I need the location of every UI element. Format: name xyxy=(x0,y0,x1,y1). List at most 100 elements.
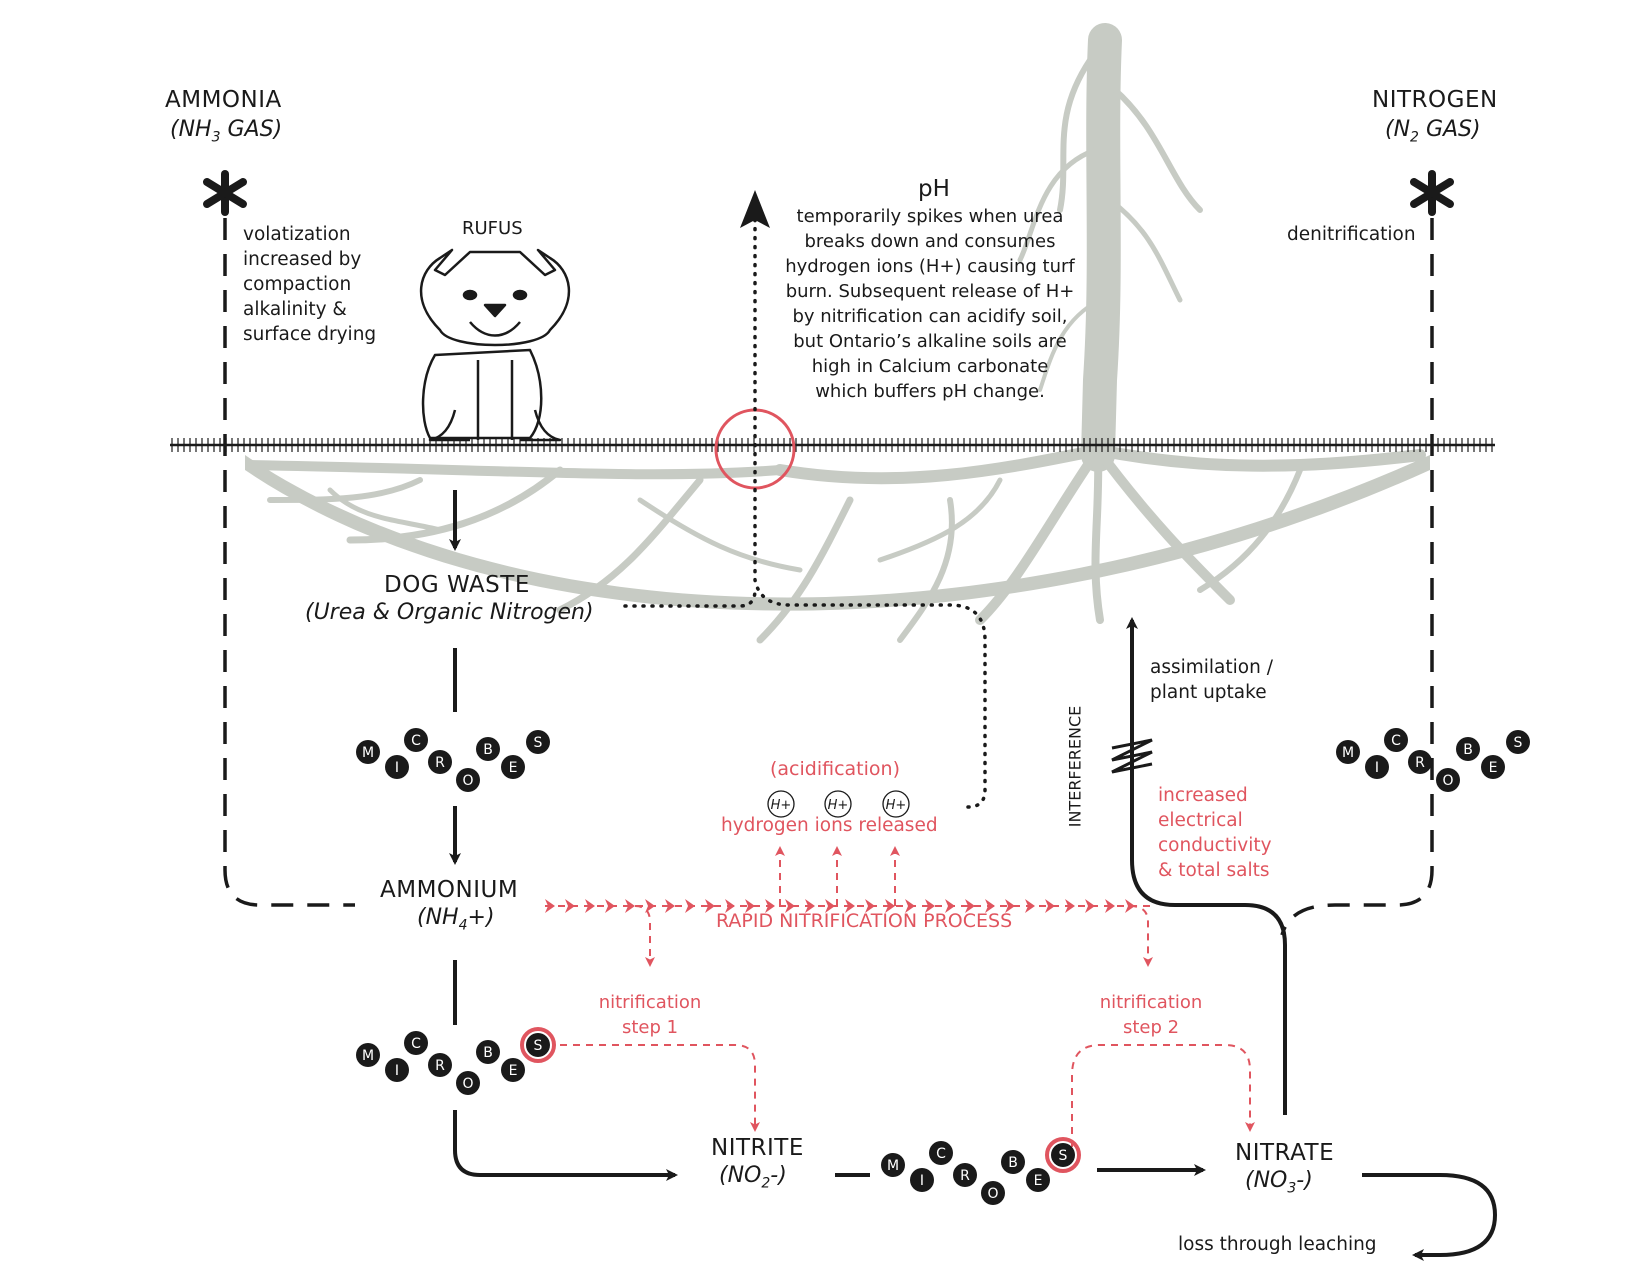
microbe-highlight-ring xyxy=(520,1027,556,1063)
rapid-nitrification-chevron xyxy=(865,899,875,913)
volatization-line: increased by xyxy=(243,249,362,270)
h-ion-group: H+ H+ H+ xyxy=(767,790,910,818)
denitrification-label: denitrification xyxy=(1287,224,1416,245)
rapid-nitrification-chevron xyxy=(845,899,855,913)
nitrate-title: NITRATE xyxy=(1235,1140,1335,1166)
microbe-letter: E xyxy=(509,1063,518,1079)
microbe-letter: E xyxy=(509,760,518,776)
conductivity-line: & total salts xyxy=(1158,860,1270,881)
h-ion-label-3: H+ xyxy=(886,798,907,813)
step2-rapid-branch xyxy=(1129,905,1153,967)
rapid-nitrification-chevron xyxy=(1125,899,1135,913)
bulldog-illustration xyxy=(420,248,570,442)
step1-path xyxy=(560,1044,760,1132)
microbe-dot xyxy=(456,1071,480,1095)
microbe-dot xyxy=(1001,1150,1025,1174)
microbe-letter: B xyxy=(483,1045,493,1061)
nitrogen-formula-post: GAS) xyxy=(1418,117,1481,142)
ammonia-formula-pre: (NH xyxy=(170,117,212,142)
rapid-nitrification-chevron xyxy=(705,899,715,913)
step1-line: nitrification xyxy=(598,992,702,1013)
volatization-line: surface drying xyxy=(243,324,377,345)
assimilation-label: assimilation / plant uptake xyxy=(1150,655,1273,705)
rapid-nitrification-chevron xyxy=(945,899,955,913)
leaching-label: loss through leaching xyxy=(1178,1234,1377,1255)
microbe-dot xyxy=(1506,730,1530,754)
microbe-letter: E xyxy=(1489,760,1498,776)
step2-line: nitrification xyxy=(1099,992,1203,1013)
volatization-line: compaction xyxy=(243,274,352,295)
microbe-dot xyxy=(929,1141,953,1165)
h-ion-circle-3 xyxy=(882,790,910,818)
ammonia-title: AMMONIA xyxy=(165,87,282,113)
microbe-letter: S xyxy=(1514,735,1523,751)
microbe-dot xyxy=(501,1058,525,1082)
step2-path xyxy=(1071,1044,1255,1160)
volatization-dashed-path xyxy=(223,218,355,907)
assimilation-line: plant uptake xyxy=(1150,682,1267,703)
microbe-dot xyxy=(526,1033,550,1057)
microbe-letter: I xyxy=(395,1063,399,1079)
nitrogen-gas-asterisk xyxy=(1410,170,1454,216)
microbe-dot xyxy=(526,730,550,754)
nitrite-formula-sub: 2 xyxy=(761,1175,771,1192)
conductivity-line: conductivity xyxy=(1158,835,1272,856)
microbe-letter: C xyxy=(1391,733,1401,749)
acidification-label: (acidification) xyxy=(770,758,900,780)
microbe-dot xyxy=(910,1168,934,1192)
conductivity-line: increased xyxy=(1158,785,1248,806)
microbe-dot xyxy=(1365,755,1389,779)
microbe-dot xyxy=(501,755,525,779)
microbe-letter: R xyxy=(960,1168,970,1184)
rapid-nitrification-chevron xyxy=(1005,899,1015,913)
rapid-nitrification-chevron xyxy=(785,899,795,913)
ph-line: which buffers pH change. xyxy=(815,381,1045,402)
rapid-nitrification-chevron xyxy=(685,899,695,913)
rapid-nitrification-chevron xyxy=(1085,899,1095,913)
rapid-nitrification-chevron xyxy=(605,899,615,913)
nitrogen-formula-pre: (N xyxy=(1385,117,1411,142)
microbe-letter: M xyxy=(362,745,374,761)
microbe-dot xyxy=(881,1153,905,1177)
microbe-dot xyxy=(1384,728,1408,752)
conductivity-line: electrical xyxy=(1158,810,1243,831)
rapid-nitrification-chevron xyxy=(825,899,835,913)
nitrogen-formula-sub: 2 xyxy=(1410,129,1419,146)
microbe-letter: C xyxy=(936,1146,946,1162)
rapid-nitrification-chevron xyxy=(1065,899,1075,913)
dog-waste-subtitle: (Urea & Organic Nitrogen) xyxy=(305,600,594,625)
ammonia-formula-sub: 3 xyxy=(211,129,221,146)
microbe-dot xyxy=(981,1181,1005,1205)
rapid-nitrification-chevron xyxy=(885,899,895,913)
microbe-letter: O xyxy=(1442,773,1453,789)
microbe-letter: R xyxy=(435,1058,445,1074)
microbe-dot xyxy=(385,755,409,779)
rapid-nitrification-chevron xyxy=(985,899,995,913)
microbe-letter: B xyxy=(1008,1155,1018,1171)
rapid-nitrification-chevron xyxy=(805,899,815,913)
rapid-nitrification-chevron xyxy=(665,899,675,913)
microbe-dot xyxy=(428,1053,452,1077)
flow-arrow-leaching xyxy=(1362,1173,1498,1261)
microbe-letter: S xyxy=(534,1038,543,1054)
rapid-nitrification-chevron xyxy=(925,899,935,913)
nitrate-formula-pre: (NO xyxy=(1245,1168,1288,1193)
microbe-letter: C xyxy=(411,1036,421,1052)
ammonium-formula-post: +) xyxy=(467,905,495,930)
microbe-dot xyxy=(1336,740,1360,764)
rapid-nitrification-chevron xyxy=(965,899,975,913)
step1-rapid-branch xyxy=(634,905,655,967)
ph-line: burn. Subsequent release of H+ xyxy=(785,281,1075,302)
rapid-nitrification-label: RAPID NITRIFICATION PROCESS xyxy=(716,910,1013,932)
ph-dotted-path xyxy=(753,208,987,809)
microbe-dot xyxy=(1026,1168,1050,1192)
microbe-letter: R xyxy=(435,755,445,771)
nitrate-formula-sub: 3 xyxy=(1287,1180,1297,1197)
microbe-dot xyxy=(1436,768,1460,792)
rapid-nitrification-chevron xyxy=(1025,899,1035,913)
h-ion-label-1: H+ xyxy=(771,798,792,813)
h-ion-circle-1 xyxy=(767,790,795,818)
